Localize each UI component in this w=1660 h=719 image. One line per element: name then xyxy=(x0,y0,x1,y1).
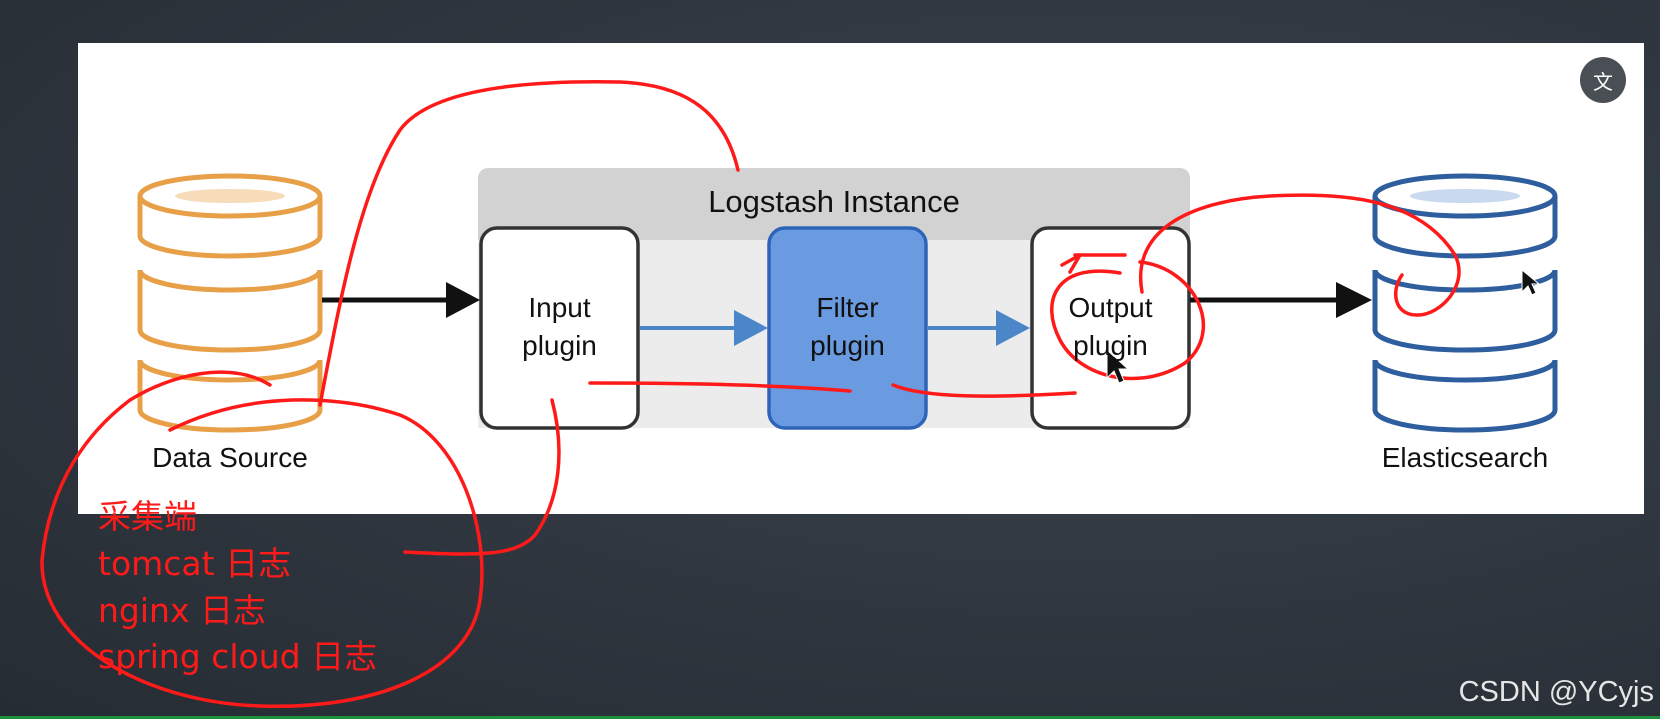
output-plugin-label-line1: Output xyxy=(1068,292,1153,323)
annotation-tomcat-log: tomcat 日志 xyxy=(98,544,292,583)
filter-plugin-label-line1: Filter xyxy=(816,292,879,323)
black-flow-arrows xyxy=(322,282,1372,318)
annotation-collector-label: 采集端 xyxy=(98,497,197,536)
data-source-database-icon xyxy=(137,173,323,433)
red-annotation-strokes xyxy=(40,80,1461,709)
progress-line xyxy=(0,716,1660,719)
translate-icon: 文 xyxy=(1593,69,1613,94)
blue-flow-arrows xyxy=(640,310,1030,346)
csdn-watermark: CSDN @YCyjs xyxy=(1458,676,1654,708)
translate-button[interactable]: 文 xyxy=(1580,57,1626,103)
annotation-nginx-log: nginx 日志 xyxy=(98,591,266,630)
input-plugin-label-line2: plugin xyxy=(522,330,597,361)
output-plugin-label-line2: plugin xyxy=(1073,330,1148,361)
mouse-cursor-icon-secondary xyxy=(1521,268,1541,296)
input-plugin-box xyxy=(479,226,640,430)
mouse-cursor-icon xyxy=(1106,348,1130,384)
filter-plugin-box xyxy=(767,226,928,430)
input-plugin-label-line1: Input xyxy=(528,292,591,323)
filter-plugin-label-line2: plugin xyxy=(810,330,885,361)
logstash-instance-title: Logstash Instance xyxy=(708,184,960,219)
annotation-spring-cloud-log: spring cloud 日志 xyxy=(98,637,378,676)
elasticsearch-label: Elasticsearch xyxy=(1381,442,1549,473)
data-source-label: Data Source xyxy=(152,442,308,473)
elasticsearch-database-icon xyxy=(1372,173,1558,433)
